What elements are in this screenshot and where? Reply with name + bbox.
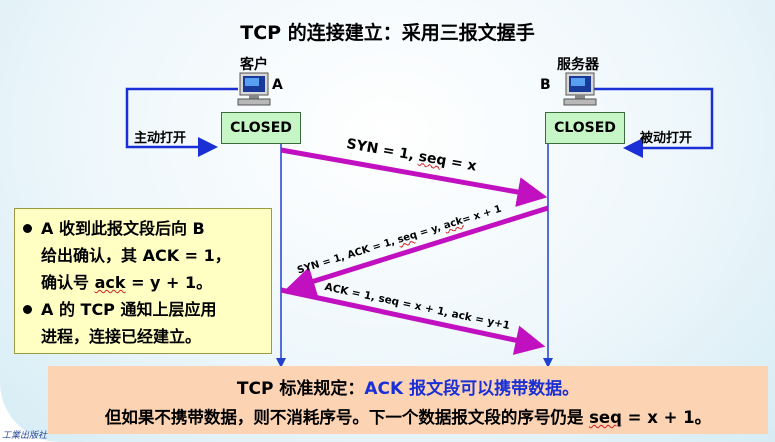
standard-note-box: TCP 标准规定：ACK 报文段可以携带数据。 但如果不携带数据，则不消耗序号。… <box>48 366 768 434</box>
passive-open-label: 被动打开 <box>640 131 693 146</box>
note-item1-line3: 确认号 ack = y + 1。 <box>41 269 265 296</box>
note-box: A 收到此报文段后向 B 给出确认，其 ACK = 1， 确认号 ack = y… <box>14 208 272 354</box>
note-item1-ack-word: ack <box>94 273 126 292</box>
bullet-icon <box>23 224 32 233</box>
server-timeline-arrowhead <box>543 358 553 368</box>
client-letter: A <box>272 77 283 93</box>
note-item1-line1: A 收到此报文段后向 B <box>41 219 205 238</box>
syn-arrow <box>280 147 548 207</box>
client-name: 客户 <box>240 57 268 73</box>
standard-note-line2: 但如果不携带数据，则不消耗序号。下一个数据报文段的序号仍是 seq = x + … <box>48 404 768 428</box>
note-item1-line3-suffix: = y + 1。 <box>125 273 213 292</box>
server-computer-icon <box>563 72 597 106</box>
note-item-1: A 收到此报文段后向 B 给出确认，其 ACK = 1， 确认号 ack = y… <box>23 215 265 296</box>
ack-arrow <box>280 287 546 355</box>
standard-note-prefix: TCP 标准规定： <box>236 379 365 399</box>
note-item1-line2: 给出确认，其 ACK = 1， <box>41 246 231 265</box>
standard-note-line2-suffix: = x + 1。 <box>621 408 712 427</box>
standard-note-line2-prefix: 但如果不携带数据，则不消耗序号。下一个数据报文段的序号仍是 <box>104 408 590 427</box>
note-item2-line2: 进程，连接已经建立。 <box>41 327 202 346</box>
synack-arrow <box>284 205 549 296</box>
bullet-icon <box>23 305 32 314</box>
standard-note-highlight: ACK 报文段可以携带数据。 <box>364 379 580 399</box>
publisher-logo: 工業出版社 <box>2 431 48 441</box>
standard-note-line1: TCP 标准规定：ACK 报文段可以携带数据。 <box>48 374 768 399</box>
active-open-arrow <box>125 87 238 157</box>
standard-note-seq-word: seq <box>589 408 622 427</box>
server-state-box: CLOSED <box>545 112 625 144</box>
diagram-title: TCP 的连接建立：采用三报文握手 <box>240 22 535 44</box>
server-name: 服务器 <box>557 57 599 73</box>
server-letter: B <box>540 77 551 93</box>
client-timeline-arrowhead <box>276 358 286 368</box>
note-item2-line1: A 的 TCP 通知上层应用 <box>41 300 217 319</box>
client-computer-icon <box>237 72 271 106</box>
active-open-label: 主动打开 <box>134 131 187 146</box>
passive-open-arrow <box>594 87 714 158</box>
note-item-2: A 的 TCP 通知上层应用 进程，连接已经建立。 <box>23 296 265 350</box>
note-item1-line3-prefix: 确认号 <box>41 273 95 292</box>
client-state-box: CLOSED <box>221 112 301 144</box>
